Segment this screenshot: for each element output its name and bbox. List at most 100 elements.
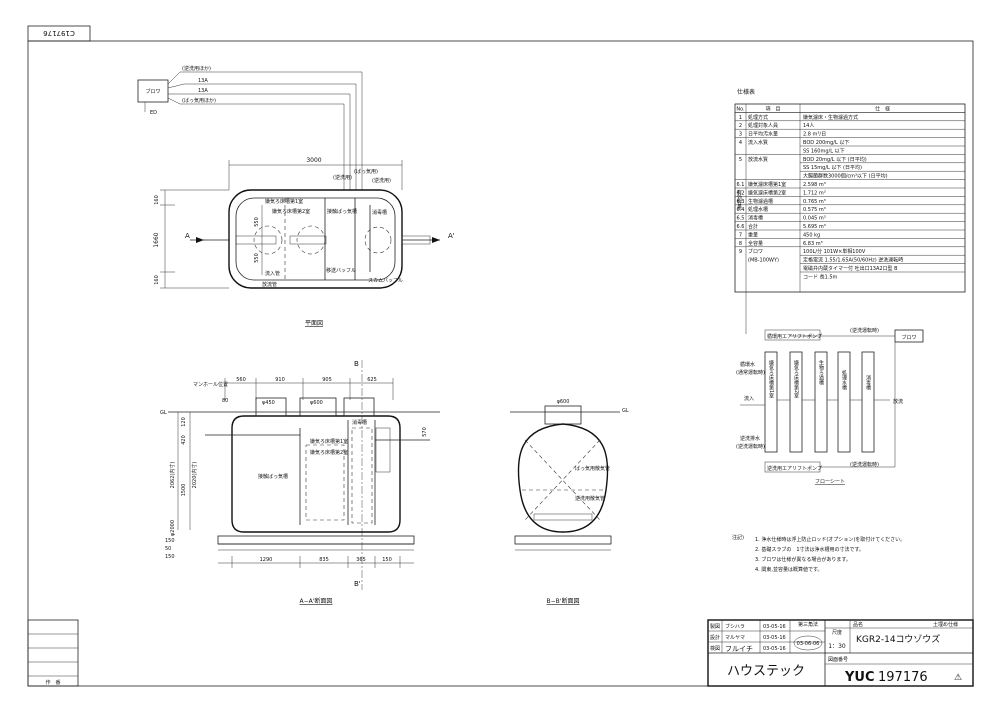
plan-inner-label-6: 流入管 (265, 270, 280, 277)
tb-angle-label: 第三角法 (798, 621, 818, 628)
section-aa: マンホール位置 560 910 905 625 B B' GL φ450 φ60… (160, 360, 440, 605)
spec-row-value: 定格電流 1.55/1.65A(50/60Hz) 逆洗運転時 (803, 257, 903, 264)
spec-row-value: 嫌気濾床・生物濾過方式 (803, 114, 858, 121)
spec-row-value: 100L/分 101W×単相100V (803, 248, 866, 255)
plan-inner-label-3: 接触ばっ気槽 (327, 208, 357, 215)
bb-label-1: ばっ気用散気管 (575, 465, 610, 472)
spec-row-value: BOD 200mg/L 以下 (803, 140, 849, 146)
spec-row-value: コード 長1.5m (803, 274, 838, 280)
spec-header-spec: 仕 様 (875, 106, 890, 113)
spec-row-item: 嫌気濾床槽第1室 (748, 181, 786, 188)
plan-ed-label: ED (150, 110, 157, 116)
spec-row-item: 流入水質 (748, 139, 768, 146)
flow-tank-3 (814, 351, 828, 453)
tb-date-1: 03-05-16 (763, 624, 786, 630)
plan-pipe-13a-2: 13A (198, 88, 208, 94)
flow-pump-top: 循環用エアリフトポンプ (767, 333, 822, 340)
drawing-id-box (27, 25, 91, 42)
plan-top-tag-1: (逆洗用) (333, 174, 352, 181)
plan-inner-label-7: 放流管 (262, 281, 277, 288)
tb-drawing-prefix: YUC (844, 670, 875, 685)
plan-inner-label-8: スカムバッフル (368, 278, 403, 284)
plan-inner-label-5: 移送バッフル (326, 267, 356, 274)
spec-table-title: 仕様表 (737, 88, 755, 96)
tb-stamp-date: 03-06-06 (797, 641, 820, 647)
left-rev-block: 作 番 (27, 619, 79, 687)
plan-section-a-left: A (185, 232, 190, 240)
plan-dim-160-top: 160 (154, 195, 160, 205)
plan-dim-550-a: 550 (254, 217, 260, 227)
plan-pipe-13a-1: 13A (198, 78, 208, 84)
bb-base-slab (514, 535, 612, 545)
flow-tank-5 (861, 351, 875, 453)
spec-row-no: 5 (739, 157, 742, 163)
spec-row-value: 2.8 m³/日 (803, 132, 826, 138)
plan-view: ブロワ ED (逆洗用ほか) 13A 13A (ばっ気用ほか) 3000 160… (137, 65, 455, 327)
note-1: 1. 浄水仕様時は浮上防止ロッド(オプション)を取付けてください。 (755, 536, 905, 543)
tb-company: ハウステック (727, 664, 805, 679)
plan-view-title: 平面図 (305, 320, 323, 327)
aa-label-3: 接触ばっ気槽 (258, 473, 288, 480)
flow-tank-3-label: 生物ろ過槽 (818, 359, 824, 386)
spec-row-item: 放流水質 (748, 156, 768, 163)
aa-dim-bottom-2: 835 (319, 557, 329, 563)
note-3: 3. ブロワは仕様が異なる場合があります。 (755, 556, 851, 563)
spec-row-value: 450 kg (803, 232, 820, 238)
flow-bottom-note: (逆洗運転時) (850, 461, 879, 468)
drawing-id-text: C197176 (43, 29, 75, 37)
plan-blower-label: ブロワ (145, 88, 160, 95)
aa-dim-phi600: φ600 (310, 400, 323, 406)
tb-install: 土埋め仕様 (933, 621, 958, 628)
notes-heading: 注記) (732, 534, 744, 541)
tb-date-3: 03-05-16 (763, 646, 786, 652)
tb-name-1: ブシハラ (725, 623, 745, 630)
aa-dim-bottom-3: 365 (356, 557, 366, 563)
spec-row-value: 5.695 m³ (803, 224, 826, 230)
flow-label-backwash-sub: (逆洗運転時) (736, 443, 765, 450)
aa-dim-left-1: 120 (181, 417, 187, 427)
aa-label-2: 嫌気ろ床槽第2室 (310, 449, 348, 456)
note-2: 2. 基礎スラブの 1寸法は浄水槽用の寸法です。 (755, 546, 864, 553)
spec-row-value: 0.045 m³ (803, 216, 826, 222)
aa-label-4: 消毒槽 (352, 419, 367, 426)
spec-row-item: 消毒槽 (748, 215, 763, 222)
flow-pump-top-box (764, 329, 821, 341)
notes: 注記) 1. 浄水仕様時は浮上防止ロッド(オプション)を取付けてください。 2.… (732, 534, 905, 573)
flow-label-backwash: 逆洗排水 (740, 435, 760, 442)
spec-row-value: 1.712 m³ (803, 190, 826, 196)
spec-row-value: SS 160mg/L 以下 (803, 148, 845, 154)
aa-base-slab (217, 535, 415, 545)
spec-row-item: 重量 (748, 231, 758, 238)
aa-title: A−A'断面図 (300, 597, 333, 605)
tb-date-2: 03-05-16 (763, 635, 786, 641)
aa-dim-left-4: 2062(内寸) (169, 462, 176, 489)
aa-dim-left-3: 1500 (181, 484, 187, 497)
plan-dim-550-b: 550 (254, 253, 260, 263)
aa-dim-base-1: 150 (165, 538, 175, 544)
flow-tank-2-label: 嫌気ろ床槽第2室 (793, 359, 799, 398)
flow-inflow: 流入 (744, 395, 754, 402)
aa-dim-top-3: 905 (322, 377, 332, 383)
tb-stamp (793, 635, 823, 651)
sheet-border (27, 40, 974, 687)
tb-name-3: フルイチ (725, 645, 753, 653)
plan-section-a-right: A' (448, 232, 455, 240)
spec-row-no: 6.3 (737, 199, 745, 205)
spec-row-item: 嫌気濾床槽第2室 (748, 189, 786, 196)
section-bb: φ600 GL ばっ気用散気管 逆洗用散気管 B−B'断面図 (510, 399, 629, 605)
flow-outflow: 放流 (893, 398, 903, 405)
aa-dim-bottom-4: 150 (382, 557, 392, 563)
left-rev-label: 作 番 (45, 679, 60, 686)
aa-section-b: B (354, 360, 359, 368)
plan-inner-label-4: 消毒槽 (372, 209, 387, 216)
plan-height-dim: 1660 (153, 232, 160, 247)
spec-row-no: 1 (739, 115, 742, 121)
plan-pipe-bottom-label: (ばっ気用ほか) (182, 97, 216, 104)
aa-dim-80: 80 (222, 398, 228, 404)
aa-dim-top-1: 560 (236, 377, 246, 383)
aa-tank-outline (231, 415, 401, 533)
bb-tank-outline (517, 423, 609, 533)
spec-row-no: 9 (739, 249, 742, 255)
spec-row-no: 8 (739, 241, 742, 247)
